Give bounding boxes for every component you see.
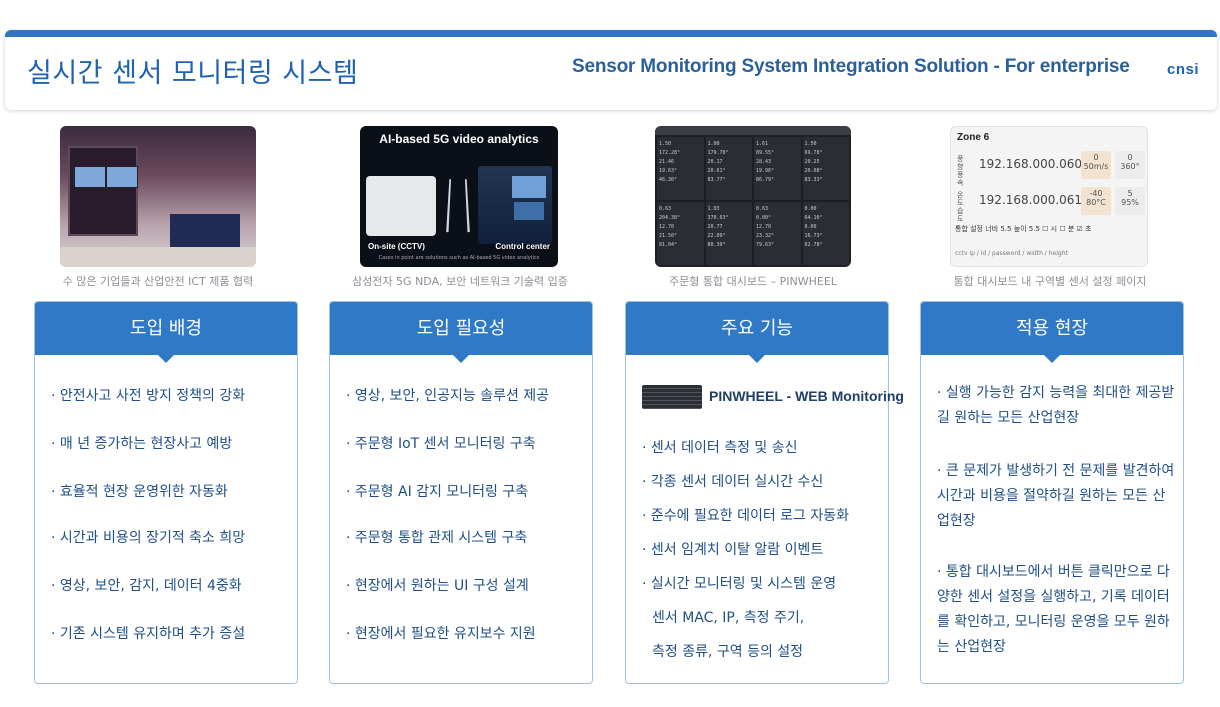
photo-caption-3: 주문형 통합 대시보드 – PINWHEEL xyxy=(669,275,837,288)
antenna-tower-icon xyxy=(446,179,470,233)
server-rack-icon xyxy=(642,385,702,409)
card-title: 주요 기능 xyxy=(626,302,888,363)
list-item: · 실행 가능한 감지 능력을 최대한 제공받길 원하는 모든 산업현장 xyxy=(937,385,1175,426)
list-item: · 시간과 비용의 장기적 축소 희망 xyxy=(51,530,246,546)
list-item: · 각종 센서 데이터 실시간 수신 xyxy=(642,474,824,490)
list-item: · 현장에서 원하는 UI 구성 설계 xyxy=(346,578,529,594)
list-item: · 주문형 AI 감지 모니터링 구축 xyxy=(346,484,529,500)
card-necessity: 도입 필요성 · 영상, 보안, 인공지능 솔루션 제공 · 주문형 IoT 센… xyxy=(329,301,593,684)
cnsi-logo: cnsi xyxy=(1167,61,1200,78)
booth-screen xyxy=(106,166,138,188)
control-room xyxy=(478,166,552,244)
list-item: · 효율적 현장 운영위한 자동화 xyxy=(51,484,228,500)
5g-video-analytics-photo: AI-based 5G video analytics On-site (CCT… xyxy=(360,126,558,267)
list-item: · 센서 데이터 측정 및 송신 xyxy=(642,440,798,456)
list-item: · 통합 대시보드에서 버튼 클릭만으로 다양한 센서 설정을 실행하고, 기록… xyxy=(937,564,1170,655)
list-item: 센서 MAC, IP, 측정 주기, xyxy=(652,610,805,626)
booth-wall xyxy=(68,146,138,236)
list-item: · 센서 임계치 이탈 알람 이벤트 xyxy=(642,542,824,558)
settings-row: 통합 설정 너비 5.5 높이 5.5 ☐ 시 ☐ 분 ☑ 초 xyxy=(955,224,1091,234)
booth-screen xyxy=(74,166,106,188)
cctv-device xyxy=(366,176,436,236)
list-item: · 영상, 보안, 감지, 데이터 4중화 xyxy=(51,578,242,594)
header-banner: 실시간 센서 모니터링 시스템 Sensor Monitoring System… xyxy=(5,30,1217,110)
ip-address: 192.168.000.060 xyxy=(979,157,1083,171)
zone-title: Zone 6 xyxy=(957,132,990,143)
list-item: · 영상, 보안, 인공지능 솔루션 제공 xyxy=(346,388,550,404)
list-item: · 큰 문제가 발생하기 전 문제를 발견하여 시간과 비용을 절약하길 원하는… xyxy=(937,463,1175,529)
row-options: 너비 5.5 높이 5.5 ☐ 시 ☐ 분 ☑ 초 xyxy=(985,225,1092,233)
row-label: 풍향 풍속 xyxy=(957,155,964,187)
ip-address: 192.168.000.061 xyxy=(979,193,1083,207)
dashboard-topbar xyxy=(655,126,851,135)
card-main-features: 주요 기능 PINWHEEL - WEB Monitoring · 센서 데이터… xyxy=(625,301,904,684)
pinwheel-product: PINWHEEL - WEB Monitoring xyxy=(642,385,904,409)
page-title: 실시간 센서 모니터링 시스템 xyxy=(27,58,359,89)
list-item: · 준수에 필요한 데이터 로그 자동화 xyxy=(642,508,850,524)
card-title: 적용 현장 xyxy=(921,302,1183,363)
photo-footnote: Cases in point are solutions such as AI-… xyxy=(378,255,540,261)
product-name: PINWHEEL - WEB Monitoring xyxy=(709,388,904,404)
cctv-row: cctv ip / id / password / width / height xyxy=(955,250,1068,257)
control-center-label: Control center xyxy=(495,242,550,251)
photo-caption-1: 수 많은 기업들과 산업안전 ICT 제품 협력 xyxy=(62,275,254,288)
list-item: · 현장에서 필요한 유지보수 지원 xyxy=(346,626,536,642)
list-item: 측정 종류, 구역 등의 설정 xyxy=(652,644,804,660)
list-item: · 주문형 IoT 센서 모니터링 구축 xyxy=(346,436,536,452)
exhibition-booth-photo xyxy=(60,126,256,267)
onsite-label: On-site (CCTV) xyxy=(368,242,425,251)
list-item: · 주문형 통합 관제 시스템 구축 xyxy=(346,530,528,546)
page-subtitle: Sensor Monitoring System Integration Sol… xyxy=(572,56,1130,77)
monitor-screen xyxy=(514,202,544,220)
monitor-screen xyxy=(512,176,546,198)
list-item: · 안전사고 사전 방지 정책의 강화 xyxy=(51,388,246,404)
card-title: 도입 필요성 xyxy=(330,302,592,363)
list-item: · 실시간 모니터링 및 시스템 운영 xyxy=(642,576,837,592)
list-item: · 매 년 증가하는 현장사고 예방 xyxy=(51,436,233,452)
card-title: 도입 배경 xyxy=(35,302,297,363)
card-application-sites: 적용 현장 · 실행 가능한 감지 능력을 최대한 제공받길 원하는 모든 산업… xyxy=(920,301,1184,684)
card-background: 도입 배경 · 안전사고 사전 방지 정책의 강화 · 매 년 증가하는 현장사… xyxy=(34,301,298,684)
list-item: · 기존 시스템 유지하며 추가 증설 xyxy=(51,626,246,642)
photo-title: AI-based 5G video analytics xyxy=(379,132,539,146)
booth-floor xyxy=(60,247,256,267)
photo-caption-2: 삼성전자 5G NDA, 보안 네트워크 기술력 입증 xyxy=(352,275,568,288)
row-label: 통합 설정 xyxy=(955,225,983,233)
photo-caption-4: 통합 대시보드 내 구역별 센서 설정 페이지 xyxy=(953,275,1147,288)
booth-table xyxy=(170,214,240,250)
row-label: 온도 습도 xyxy=(957,191,964,223)
